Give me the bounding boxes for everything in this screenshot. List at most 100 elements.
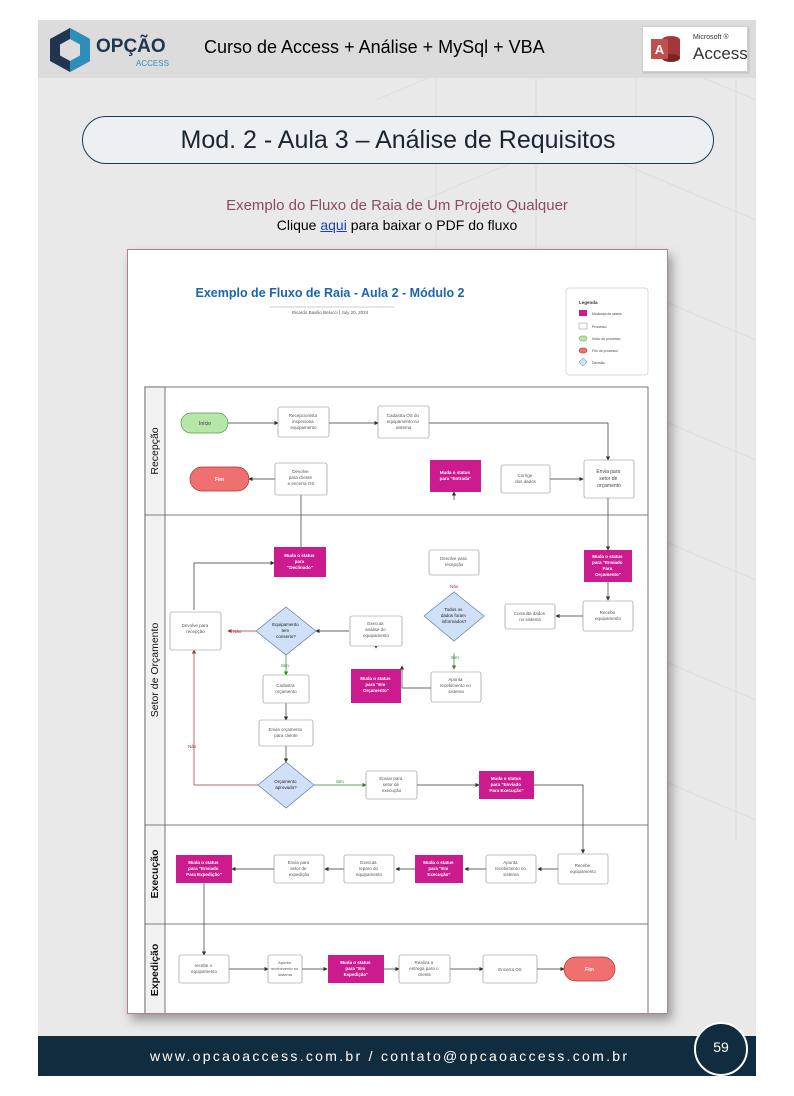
legend: Legenda Mudança de status Processo Iníci… <box>565 287 649 376</box>
node-cadastra-os: Cadastra OS do equipamento no sistema <box>377 405 430 439</box>
node-label: Devolve <box>292 469 309 474</box>
svg-text:Muda o status para ": Muda o status para "Em Orçamento" <box>360 676 392 693</box>
node-label: Para Expedição" <box>186 872 222 877</box>
node-muda-status-em-orcamento: Muda o status para "Em Orçamento" <box>351 669 401 703</box>
node-label: Execução" <box>427 872 450 877</box>
ms-access-logo: A Microsoft ® Access <box>642 26 748 72</box>
page-footer: www.opcaoaccess.com.br / contato@opcaoac… <box>38 1036 756 1076</box>
node-label: sistema <box>448 689 464 694</box>
node-label: reparo do <box>359 866 379 871</box>
node-muda-status-enviado-expedicao: Muda o status para "Enviado Para Expediç… <box>176 855 232 883</box>
svg-text:Cadastra OS do equip: Cadastra OS do equipamento no sistema <box>387 413 421 430</box>
svg-text:Consulta dados no si: Consulta dados no sistema <box>514 611 547 622</box>
node-label: "Declinado" <box>287 565 313 570</box>
node-label: setor de <box>383 782 400 787</box>
svg-text:Cadastra orçamento: Cadastra orçamento <box>275 683 297 694</box>
node-label: orçamento <box>597 483 621 489</box>
node-label: Muda o status <box>360 676 391 681</box>
node-label: expedição <box>289 872 310 877</box>
legend-title: Legenda <box>579 300 598 305</box>
svg-text:Enviar para setor de: Enviar para setor de execução <box>379 776 403 793</box>
node-fim-expedicao: Fim <box>563 956 616 982</box>
node-label: Expedição" <box>344 972 369 977</box>
node-label: Executa <box>360 860 377 865</box>
node-muda-status-declinado: Muda o status para "Declinado" <box>274 547 326 577</box>
node-label: tem <box>282 628 290 633</box>
footer-contact: www.opcaoaccess.com.br / contato@opcaoac… <box>150 1048 630 1064</box>
node-muda-status-em-execucao: Muda o status para "Em Execução" <box>415 855 463 883</box>
node-label: equipamento <box>356 872 383 877</box>
swimlanes: Recepção Setor de Orçamento Execução Exp… <box>144 386 649 1017</box>
node-label: Aponta <box>448 677 463 682</box>
svg-text:Corrige dos dados: Corrige dos dados <box>515 473 537 484</box>
svg-text:Envia orçamento para: Envia orçamento para cliente <box>268 727 303 738</box>
node-recepcionista-inspeciona: Recepcionista inspeciona equipamento <box>277 406 330 438</box>
node-label: no sistema <box>519 617 541 622</box>
svg-text:Devolve para cliente: Devolve para cliente e encerra OS <box>288 469 315 486</box>
node-label: aprovado? <box>275 785 297 790</box>
legend-item: Decisão <box>592 361 605 365</box>
node-label: Enviar para <box>379 776 403 781</box>
lesson-title: Mod. 2 - Aula 3 – Análise de Requisitos <box>180 126 616 154</box>
node-inicio: Início <box>180 412 229 434</box>
node-label: setor de <box>599 476 617 482</box>
node-label: Orçamento" <box>363 688 389 693</box>
svg-text:Envia para setor de: Envia para setor de expedição <box>288 860 311 877</box>
download-prefix: Clique <box>276 217 321 233</box>
node-muda-status-enviado-execucao: Muda o status para "Enviado Para Execuçã… <box>479 771 534 799</box>
node-label: equipamento <box>363 633 390 638</box>
svg-text:Recepcionista inspec: Recepcionista inspeciona equipamento <box>289 413 319 430</box>
example-title: Exemplo do Fluxo de Raia de Um Projeto Q… <box>226 197 568 214</box>
svg-text:Realiza a entrega pa: Realiza a entrega para o cliente <box>409 960 440 977</box>
svg-text:Recebe equipamento: Recebe equipamento <box>570 863 597 874</box>
node-label: para "Em <box>345 966 365 971</box>
node-executa-analise: Executa análise do equipamento <box>349 615 403 647</box>
edge-label-sim: Sim <box>281 663 289 668</box>
lane-label-recepcao: Recepção <box>149 427 161 474</box>
legend-status-swatch <box>579 310 587 316</box>
svg-text:recebe o equipamento: recebe o equipamento <box>191 963 218 974</box>
lesson-title-box: Mod. 2 - Aula 3 – Análise de Requisitos <box>82 116 714 164</box>
node-label: recebe o <box>195 963 213 968</box>
node-realiza-entrega: Realiza a entrega para o cliente <box>398 954 451 984</box>
node-label: para "Enviado <box>188 866 219 871</box>
node-label: Para Execução" <box>489 788 523 793</box>
download-pdf-link[interactable]: aqui <box>320 217 347 233</box>
legend-item: Fim do processo <box>592 349 618 353</box>
logo-subtitle: ACCESS <box>136 59 169 68</box>
node-label: análise do <box>365 627 386 632</box>
node-corrige-dados: Corrige dos dados <box>500 464 551 494</box>
node-label: equipamento <box>595 616 622 621</box>
page-number-badge: 59 <box>694 1022 748 1076</box>
access-letter: A <box>655 42 665 57</box>
svg-text:Orçamento aprovado?: Orçamento aprovado? <box>274 779 298 790</box>
svg-text:Aponta recebimento n: Aponta recebimento no sistema <box>271 960 300 977</box>
node-label: recepção <box>445 562 464 567</box>
node-muda-status-em-expedicao: Muda o status para "Em Expedição" <box>328 955 384 983</box>
svg-text:Envia para setor de: Envia para setor de orçamento <box>596 469 621 489</box>
page-number: 59 <box>713 1039 729 1055</box>
svg-text:Muda o status para: Muda o status para "Declinado" <box>284 553 316 570</box>
decision-todos-dados: Todos os dados foram informados? <box>423 591 485 642</box>
node-devolve-recepcao: Devolve para recepção <box>169 611 222 651</box>
node-label: para cliente <box>289 475 313 480</box>
legend-item: Mudança de status <box>592 312 622 316</box>
diagram-title: Exemplo de Fluxo de Raia - Aula 2 - Módu… <box>195 286 464 300</box>
legend-decision-swatch <box>578 357 588 367</box>
swimlane-diagram: Exemplo de Fluxo de Raia - Aula 2 - Módu… <box>144 286 649 1017</box>
legend-end-swatch <box>578 347 588 354</box>
hexagon-logo-icon <box>50 28 90 72</box>
node-label: e encerra OS <box>288 481 315 486</box>
lane-label-expedicao: Expedição <box>149 944 161 997</box>
node-cadastra-orcamento: Cadastra orçamento <box>262 674 310 704</box>
node-label: sistema <box>396 425 412 430</box>
legend-start-swatch <box>578 335 588 342</box>
node-label: Muda o status <box>440 470 471 475</box>
access-app-icon: A <box>651 36 680 62</box>
node-label: Devolve para <box>182 623 209 628</box>
legend-item: Início do processo <box>592 337 620 341</box>
node-label: Orçamento <box>274 779 297 784</box>
svg-text:Muda o status para ": Muda o status para "Em Execução" <box>423 860 455 877</box>
legend-process-swatch <box>578 322 588 330</box>
node-label: Recepcionista <box>289 413 318 418</box>
